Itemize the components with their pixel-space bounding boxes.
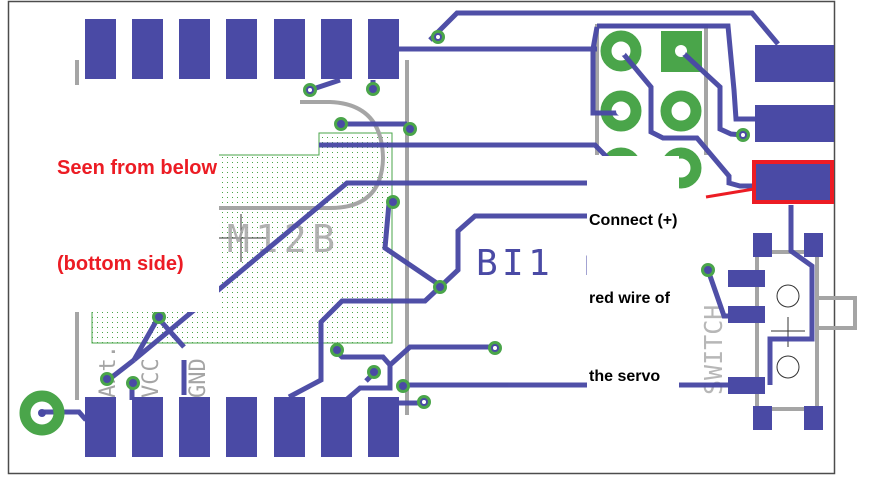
pin-label-gnd: GND: [186, 358, 211, 398]
module-pad: [226, 19, 257, 79]
switch-pad: [728, 306, 765, 323]
module-bottom-pads: [85, 397, 399, 457]
switch-pads: [728, 233, 823, 430]
switch-silkscreen: [755, 250, 857, 411]
switch-label: SWITCH: [699, 305, 728, 395]
view-note-line2: (bottom side): [57, 253, 184, 275]
switch-symbol: [771, 284, 805, 379]
module-pad: [179, 397, 210, 457]
servo-note-line3: the servo: [589, 368, 661, 385]
via: [396, 379, 410, 393]
via: [334, 117, 348, 131]
module-pad: [321, 19, 352, 79]
module-top-pads: [85, 19, 399, 79]
view-note: Seen from below (bottom side): [55, 88, 220, 312]
pin-label-vcc: VCC: [139, 358, 164, 398]
module-pad: [321, 397, 352, 457]
via: [433, 280, 447, 294]
module-pad: [274, 397, 305, 457]
via: [366, 82, 380, 96]
servo-annotation-pointer: [705, 187, 755, 199]
via: [152, 310, 166, 324]
via: [701, 263, 715, 277]
switch-pad: [728, 270, 765, 287]
via: [330, 343, 344, 357]
switch-pad: [728, 377, 765, 394]
servo-note-line1: Connect (+): [589, 212, 678, 229]
module-pad: [226, 397, 257, 457]
module-pad: [132, 397, 163, 457]
servo-pad-ground: [755, 105, 834, 142]
module-origin-cross: [217, 214, 266, 262]
module-pad: [85, 397, 116, 457]
antenna-pad: [19, 390, 65, 436]
via: [386, 195, 400, 209]
module-pad: [179, 19, 210, 79]
via: [126, 376, 140, 390]
servo-pad-positive: [755, 164, 834, 201]
module-pad: [132, 19, 163, 79]
via: [403, 122, 417, 136]
header-pin-4: [660, 90, 702, 132]
module-pad: [368, 397, 399, 457]
header-pin-1: [600, 30, 642, 72]
via: [367, 365, 381, 379]
servo-pad-signal: [755, 45, 834, 82]
servo-positive-highlight: [752, 160, 834, 204]
module-pad: [368, 19, 399, 79]
via: [100, 372, 114, 386]
view-note-line1: Seen from below: [57, 157, 218, 179]
servo-note-line2: red wire of: [589, 290, 670, 307]
servo-note: Connect (+) red wire of the servo: [587, 156, 680, 416]
servo-pads: [755, 45, 834, 201]
module-pad: [274, 19, 305, 79]
module-pad: [85, 19, 116, 79]
